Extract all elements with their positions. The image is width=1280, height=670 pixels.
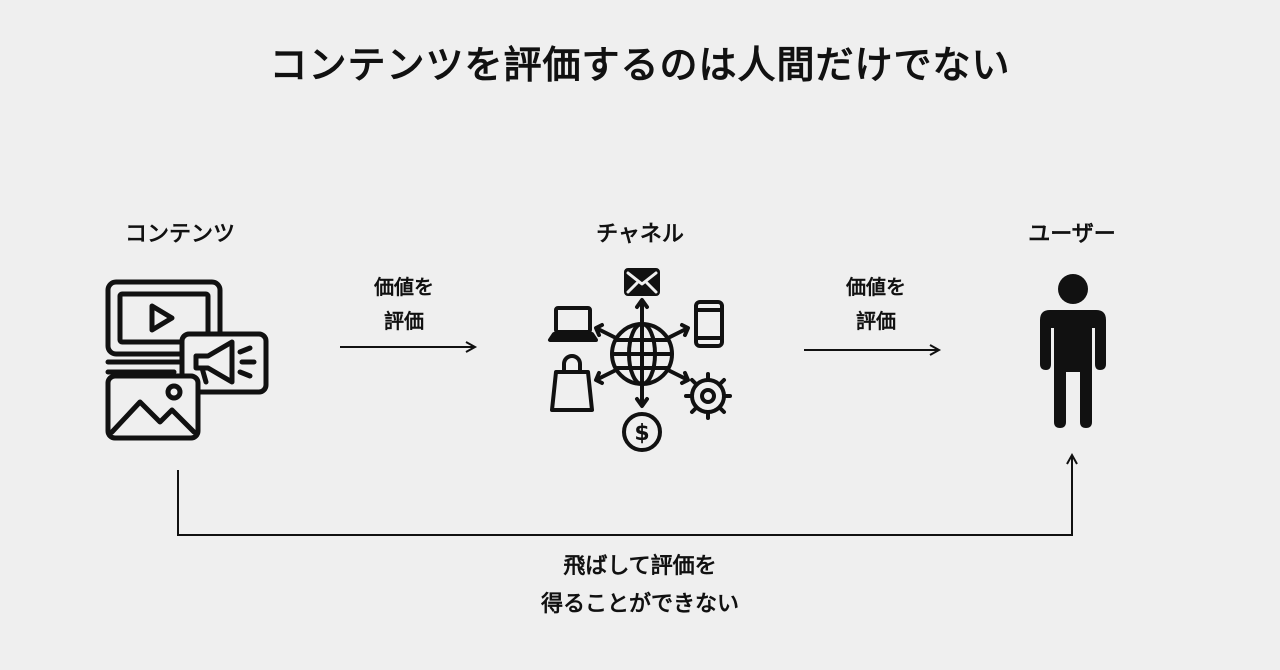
laptop-icon [548,306,598,342]
edge-label-line2: 得ることができない [540,592,739,617]
shopping-bag-icon [550,354,594,412]
edge-label-bypass: 飛ばして評価を 得ることができない [440,548,840,624]
edge-label-line2: 評価 [856,309,896,333]
edge-label-line1: 飛ばして評価を [563,554,717,579]
gear-icon [684,372,732,420]
megaphone-icon [193,339,235,385]
dollar-coin-icon: $ [622,412,662,452]
globe-icon [610,322,674,386]
edge-label-line1: 価値を [846,275,906,299]
svg-text:$: $ [634,421,649,446]
person-icon [1040,274,1106,428]
diagram-title: コンテンツを評価するのは人間だけでない [269,43,1011,87]
node-label-channel: チャネル [596,222,684,247]
arrow-channel-user [804,344,942,356]
video-screen-icon [105,279,223,357]
arrow-content-channel [340,341,478,353]
content-icon [105,279,269,441]
play-icon [149,303,175,333]
node-label-content: コンテンツ [124,222,235,247]
channel-icon: $ [548,268,732,452]
arrow-bypass [177,452,1078,536]
phone-icon [694,300,724,348]
edge-label-content-channel: 価値を 評価 [334,270,474,338]
mail-icon [624,268,660,296]
edge-label-channel-user: 価値を 評価 [806,270,946,338]
edge-label-line1: 価値を [374,275,434,299]
node-label-user: ユーザー [1028,222,1116,247]
image-panel-icon [105,373,201,441]
edge-label-line2: 評価 [384,309,424,333]
